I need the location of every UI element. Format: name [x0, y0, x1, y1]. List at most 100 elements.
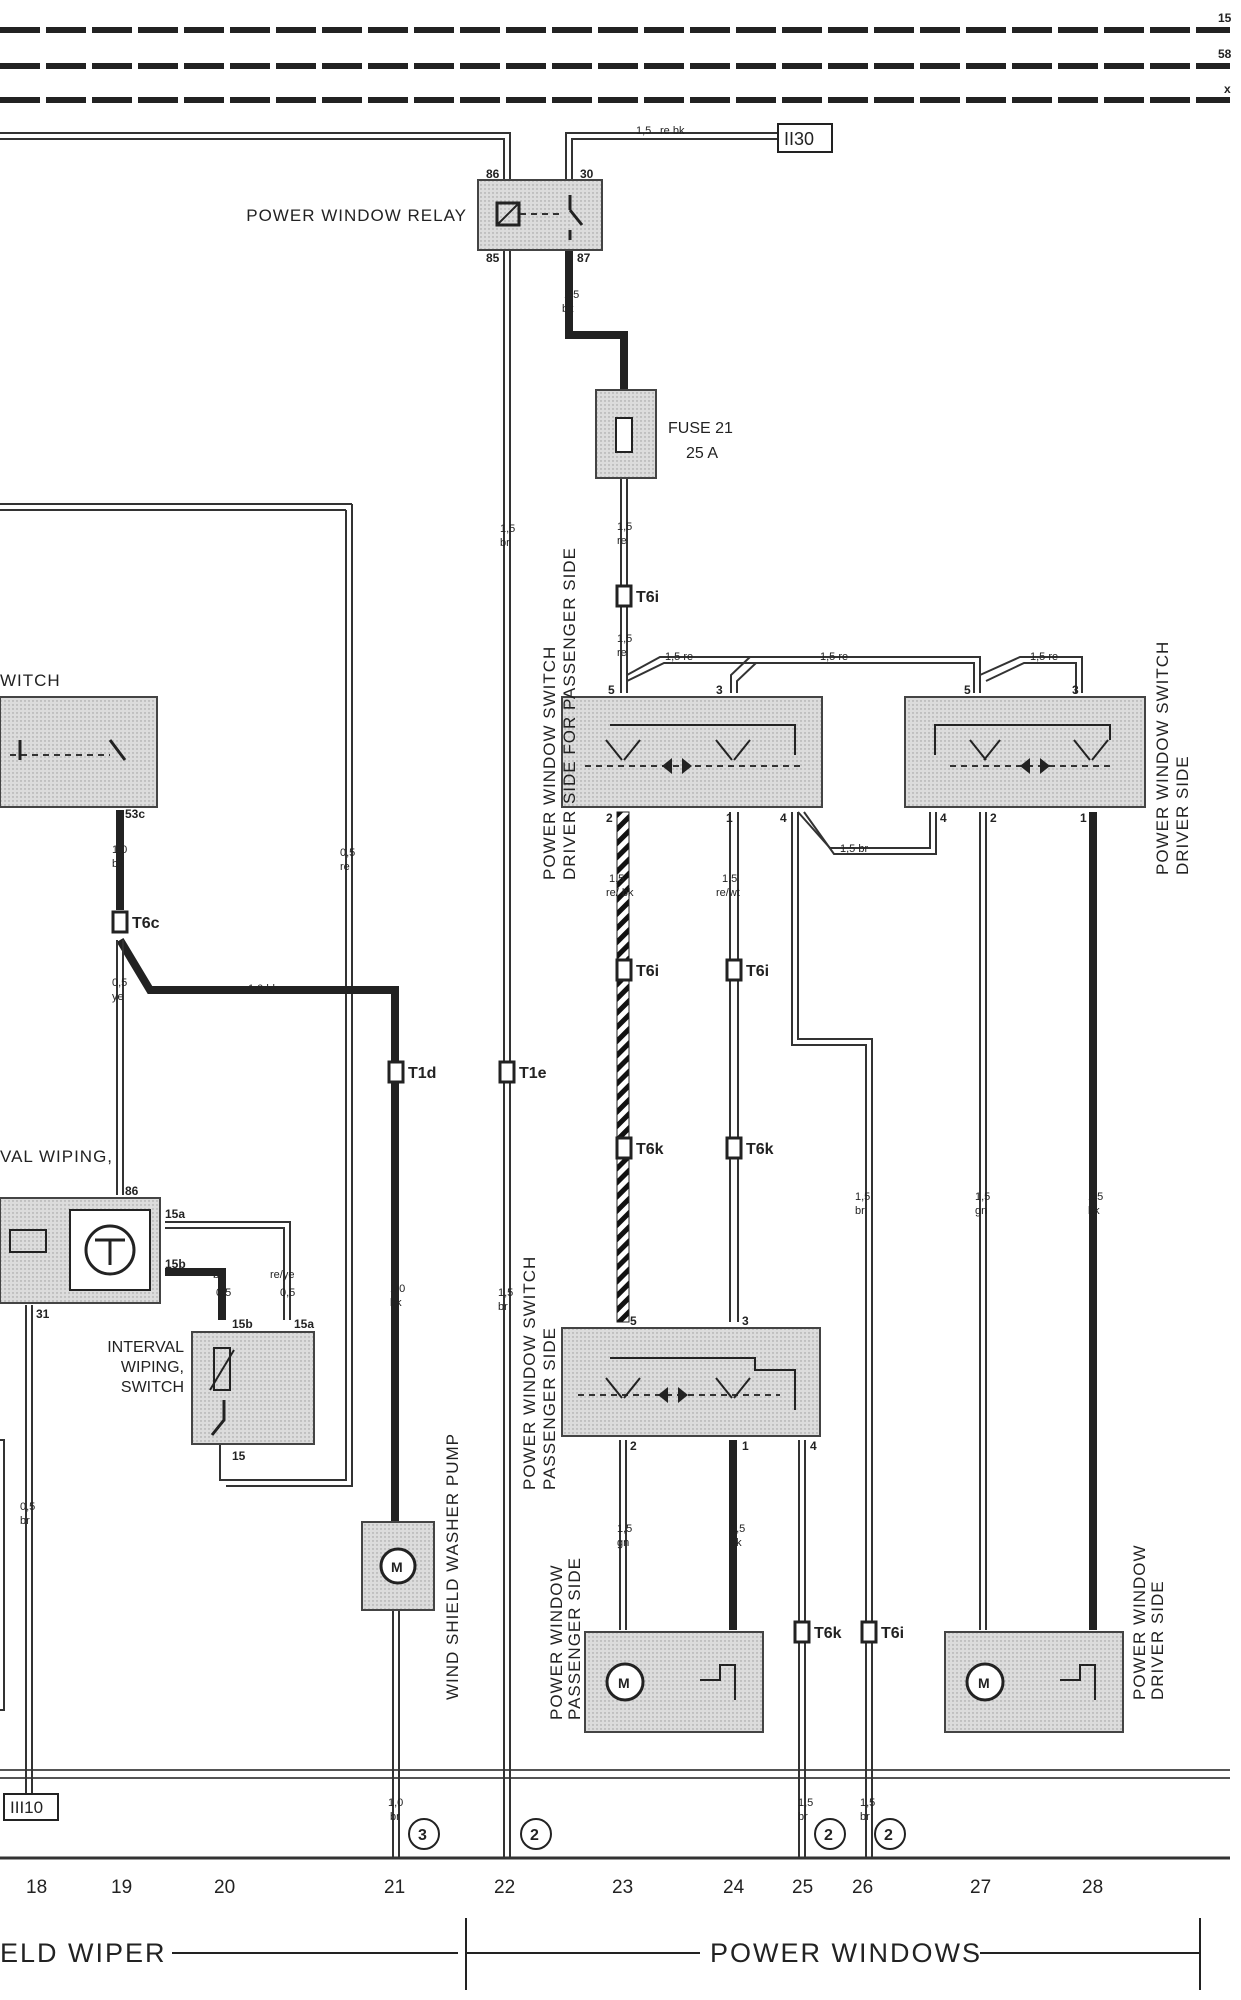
relay-pin-87: 87 — [577, 251, 591, 265]
wire-color: bk — [1088, 1205, 1100, 1217]
pin-5: 5 — [608, 683, 615, 697]
wire-label: 0,5 — [280, 1287, 295, 1299]
motor-label-2: PASSENGER SIDE — [565, 1557, 584, 1720]
switch-label-2: DRIVER SIDE — [1173, 755, 1192, 875]
switch-label: WITCH — [0, 671, 61, 690]
connector-label: T6k — [814, 1625, 842, 1642]
fuse-rating: 25 A — [686, 445, 718, 462]
wire-gauge: 1,5 — [860, 1797, 875, 1809]
wire-gauge: 1,5 — [636, 125, 651, 137]
pin-31: 31 — [36, 1307, 50, 1321]
pin-5: 5 — [630, 1314, 637, 1328]
column-number: 25 — [792, 1877, 813, 1898]
wires — [0, 132, 1097, 1858]
wire-gauge: 1,5 — [1088, 1191, 1103, 1203]
pin-15b: 15b — [165, 1257, 186, 1271]
wire-color: br — [500, 537, 510, 549]
wire-gauge: 1,5 — [730, 1523, 745, 1535]
column-number: 26 — [852, 1877, 873, 1898]
driver-motor: M POWER WINDOW DRIVER SIDE — [944, 1544, 1167, 1733]
relay-label: POWER WINDOW RELAY — [246, 206, 467, 225]
motor-label-1: POWER WINDOW — [547, 1564, 566, 1720]
switch-label-1: POWER WINDOW SWITCH — [540, 646, 559, 880]
wire-gauge: 1,5 — [722, 873, 737, 885]
wire-color: br — [860, 1811, 870, 1823]
wire-gauge: 0,5 — [20, 1501, 35, 1513]
column-number: 19 — [111, 1877, 132, 1898]
section-labels: ELD WIPER POWER WINDOWS — [0, 1918, 1201, 1990]
wire-label: bk — [213, 1269, 225, 1281]
terminal-ii30: II30 1,5 re bk — [636, 123, 833, 153]
pin-4: 4 — [940, 811, 947, 825]
column-numbers: 18 19 20 21 22 23 24 25 26 27 28 — [26, 1877, 1103, 1898]
connector-label: T6i — [881, 1625, 904, 1642]
column-number: 18 — [26, 1877, 47, 1898]
connector-label: T6i — [746, 963, 769, 980]
washer-label: WIND SHIELD WASHER PUMP — [443, 1433, 462, 1700]
bus-label-15: 15 — [1218, 11, 1232, 25]
wire-color: br — [498, 1301, 508, 1313]
motor-symbol: M — [978, 1675, 990, 1691]
fuse-21: FUSE 21 25 A — [595, 389, 733, 479]
column-number: 27 — [970, 1877, 991, 1898]
wire-label: 1,5 re — [665, 651, 693, 663]
wire-gauge: 1,5 — [498, 1287, 513, 1299]
motor-symbol: M — [618, 1675, 630, 1691]
ground-markers: 3 2 2 2 — [408, 1818, 906, 1850]
ground-label: 2 — [824, 1827, 833, 1844]
terminal-iii10: III10 — [3, 1793, 59, 1821]
power-window-relay: 86 30 85 87 POWER WINDOW RELAY — [246, 167, 603, 265]
pin-1: 1 — [1080, 811, 1087, 825]
motor-label-1: POWER WINDOW — [1130, 1544, 1149, 1700]
pin-4: 4 — [810, 1439, 817, 1453]
pin-3: 3 — [742, 1314, 749, 1328]
wire-label: 1,5 re — [1030, 651, 1058, 663]
wire-gauge: 1,5 — [617, 521, 632, 533]
wire-color: br — [855, 1205, 865, 1217]
switch-label-1: POWER WINDOW SWITCH — [520, 1256, 539, 1490]
connectors: T6i T6i T6i T6k T6k T6c T1d T1e T6k T6i — [111, 584, 904, 1644]
driver-switch: 5 3 4 2 1 POWER WINDOW SWITCH DRIVER SID… — [904, 641, 1192, 875]
passenger-motor: M POWER WINDOW PASSENGER SIDE — [547, 1557, 764, 1733]
wire-color: re/ bk — [606, 887, 634, 899]
ground-bus — [0, 1769, 1230, 1860]
ground-label: 3 — [418, 1827, 427, 1844]
wire-gauge: 1,5 — [855, 1191, 870, 1203]
bus-label-58: 58 — [1218, 47, 1232, 61]
pin-86: 86 — [125, 1184, 139, 1198]
fuse-name: FUSE 21 — [668, 420, 733, 437]
column-number: 23 — [612, 1877, 633, 1898]
iws-label-3: SWITCH — [121, 1379, 184, 1396]
connector-label: T6c — [132, 915, 160, 932]
pin-15a: 15a — [294, 1317, 314, 1331]
wire-gauge: 1,5 — [617, 633, 632, 645]
column-number: 24 — [723, 1877, 745, 1898]
wiper-switch: WITCH 53c — [0, 671, 158, 821]
wire-color: re — [617, 647, 627, 659]
wire-color: bk — [390, 1297, 402, 1309]
wire-color: bk — [730, 1537, 742, 1549]
interval-wiping-relay: VAL WIPING, 86 15a 15b 31 — [0, 1147, 186, 1321]
bus-lines: 15 58 x — [0, 11, 1232, 103]
wire-gauge: 1,5 — [975, 1191, 990, 1203]
passenger-switch-driver-side: 5 3 2 1 4 POWER WINDOW SWITCH DRIVER SID… — [540, 547, 823, 880]
pin-1: 1 — [726, 811, 733, 825]
motor-symbol: M — [391, 1559, 403, 1575]
wire-gauge: 1,5 — [609, 873, 624, 885]
wire-label: 1,0 bk — [248, 983, 278, 995]
connector-label: T6i — [636, 589, 659, 606]
section-wiper: ELD WIPER — [0, 1938, 167, 1968]
relay-pin-85: 85 — [486, 251, 500, 265]
relay-pin-30: 30 — [580, 167, 594, 181]
washer-pump: M WIND SHIELD WASHER PUMP — [361, 1433, 462, 1700]
terminal-iii10-label: III10 — [10, 1798, 43, 1817]
wire-color: ye — [112, 991, 124, 1003]
wire-color: re/wt — [716, 887, 740, 899]
wire-color: gn — [617, 1537, 629, 1549]
column-number: 28 — [1082, 1877, 1103, 1898]
interval-label: VAL WIPING, — [0, 1147, 113, 1166]
wire-gauge: 0,5 — [340, 847, 355, 859]
pin-3: 3 — [716, 683, 723, 697]
wire-gauge: 1,5 — [564, 289, 579, 301]
wire-gauge: 1,5 — [500, 523, 515, 535]
